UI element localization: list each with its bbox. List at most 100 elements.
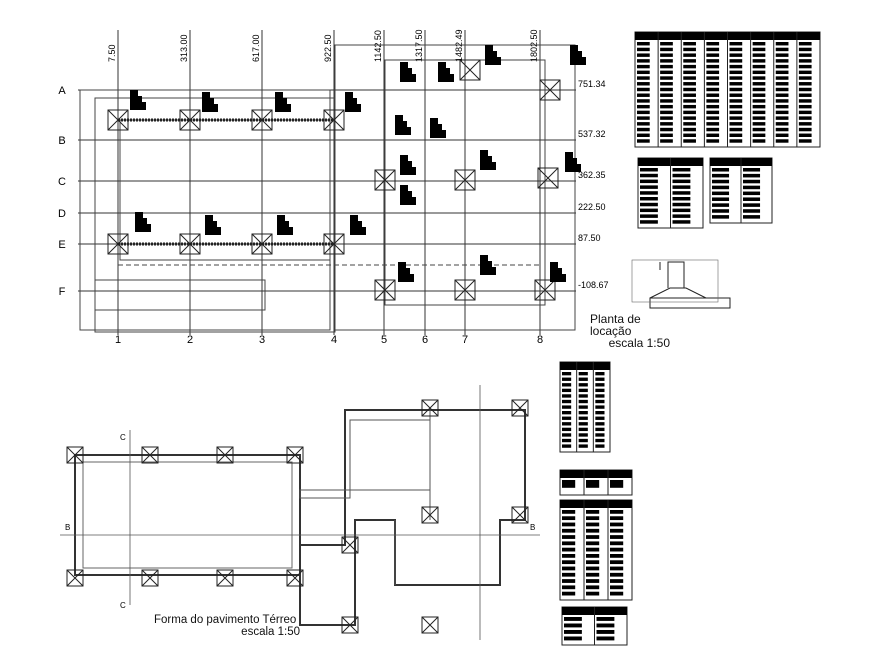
bottom-inner-walls — [394, 410, 431, 585]
schedule-table-6-cell — [586, 516, 600, 521]
pillar — [179, 109, 201, 131]
annotation-block — [135, 212, 151, 232]
schedule-table-1-cell — [729, 59, 743, 63]
schedule-table-4-cell — [578, 383, 588, 387]
schedule-table-6-cell — [562, 547, 576, 552]
schedule-table-4-cell — [562, 388, 572, 393]
schedule-table-1-cell — [706, 82, 720, 86]
schedule-table-4-cell — [578, 377, 588, 381]
schedule-table-6-cell — [610, 547, 624, 552]
schedule-table-4-cell — [578, 399, 588, 404]
annotation-block — [400, 62, 416, 82]
schedule-table-1-cell — [637, 47, 650, 52]
schedule-table-1-cell — [660, 64, 673, 69]
row-offset-label: -108.67 — [578, 280, 609, 290]
pillar — [107, 233, 129, 255]
pillar — [323, 233, 345, 255]
schedule-table-4-cell — [562, 405, 572, 409]
schedule-table-1-cell — [637, 116, 650, 120]
schedule-table-1-cell — [660, 93, 673, 97]
schedule-table-1-cell — [775, 59, 789, 63]
schedule-table-6-cell — [562, 566, 576, 571]
schedule-table-1-cell — [706, 139, 720, 143]
schedule-table-1-cell — [660, 99, 673, 103]
schedule-table-6-cell — [610, 566, 624, 571]
pillar-cross — [374, 279, 396, 301]
annotation-block — [398, 262, 414, 282]
pillar-cross — [374, 169, 396, 191]
schedule-table-1-cell — [706, 53, 720, 57]
wall-outline — [94, 279, 266, 311]
schedule-table-2-cell — [672, 220, 691, 224]
schedule-table-4-cell — [562, 422, 572, 426]
schedule-table-1-cell — [775, 70, 789, 75]
schedule-table-1-cell — [775, 47, 789, 52]
schedule-table-4-cell — [595, 405, 605, 409]
schedule-table-6-cell — [586, 541, 600, 546]
pillar-cross — [323, 233, 345, 255]
annotation-block — [350, 215, 366, 235]
schedule-table-2-cell — [640, 185, 658, 189]
schedule-table-1-cell — [775, 139, 789, 143]
schedule-table-4-cell — [562, 438, 572, 443]
schedule-table-4-cell — [578, 372, 588, 376]
schedule-table-6-cell — [562, 516, 576, 521]
row-offset-label: 751.34 — [578, 79, 606, 89]
schedule-table-1-cell — [775, 42, 789, 46]
pillar — [374, 279, 396, 301]
schedule-table-7-cell — [596, 617, 615, 621]
row-offset-label: 537.32 — [578, 129, 606, 139]
schedule-table-1-cell — [798, 133, 812, 137]
wall-outline — [119, 119, 331, 261]
schedule-table-5-cell — [610, 480, 624, 488]
pillar — [107, 109, 129, 131]
row-axis-label: E — [58, 239, 65, 251]
pillar-cross — [216, 569, 234, 587]
schedule-table-6-cell — [586, 522, 600, 527]
schedule-table-1-cell — [683, 99, 696, 103]
schedule-table-4-cell — [595, 377, 605, 381]
column-offset-label: 1142.50 — [373, 30, 383, 62]
annotation-block — [395, 115, 411, 135]
schedule-table-1-cell — [798, 82, 812, 86]
pillar-cross — [107, 233, 129, 255]
schedule-table-1-cell — [637, 53, 650, 57]
schedule-table-4-cell — [578, 411, 588, 415]
schedule-table-1-cell — [637, 139, 650, 143]
schedule-table-1-cell — [798, 110, 812, 115]
schedule-table-1-cell — [637, 110, 650, 115]
schedule-table-6-cell — [586, 510, 600, 514]
schedule-table-7-cell — [564, 630, 582, 634]
schedule-table-6-cell — [586, 547, 600, 552]
annotation-block — [550, 262, 566, 282]
schedule-table-1-cell — [798, 42, 812, 46]
schedule-table-1-cell — [798, 76, 812, 80]
schedule-table-3-cell — [712, 215, 730, 219]
pillar-cross — [141, 569, 159, 587]
schedule-table-2-cell — [640, 208, 658, 213]
schedule-table-4-cell — [562, 411, 572, 415]
schedule-table-2-cell — [672, 202, 691, 207]
schedule-table-1-cell — [798, 70, 812, 75]
schedule-table-4-cell — [595, 372, 605, 376]
schedule-table-1-cell — [683, 53, 696, 57]
annotation-block — [430, 118, 446, 138]
pillar-cross — [179, 109, 201, 131]
schedule-table-1-cell — [775, 87, 789, 92]
schedule-table-4-cell — [578, 388, 588, 393]
schedule-table-3-cell — [743, 197, 761, 201]
schedule-table-6-cell — [586, 591, 600, 596]
schedule-table-1-cell — [660, 87, 673, 92]
schedule-table-1-cell — [660, 53, 673, 57]
section-mark: C — [120, 601, 126, 610]
schedule-table-2-cell — [640, 173, 658, 178]
schedule-table-7-cell — [596, 636, 615, 641]
schedule-table-1-cell — [637, 133, 650, 137]
pillar-cross — [421, 399, 439, 417]
pillar — [534, 279, 556, 301]
schedule-table-1-cell — [798, 127, 812, 132]
bottom-wing-right — [299, 409, 526, 626]
schedule-table-1-cell — [752, 110, 766, 115]
